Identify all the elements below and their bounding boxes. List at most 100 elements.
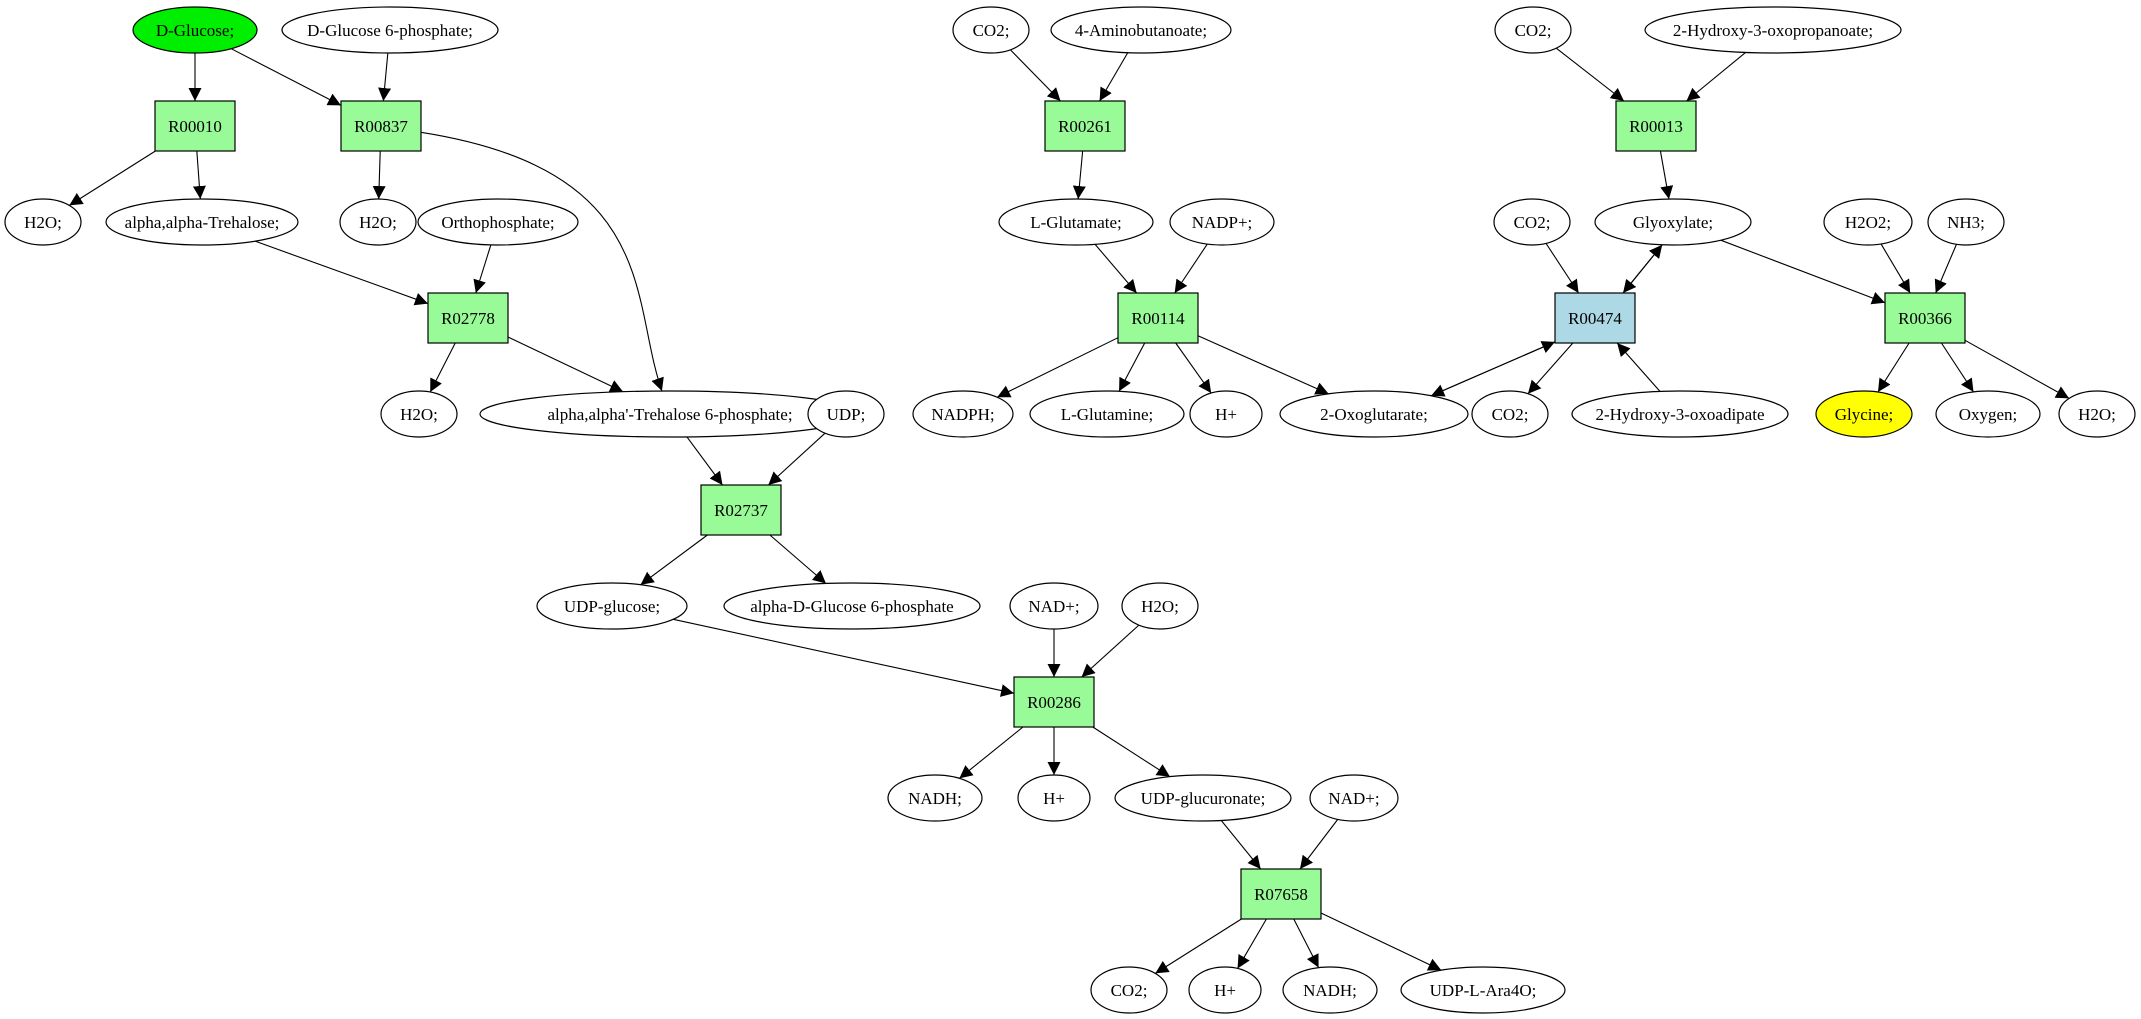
reaction-node-R00286: R00286 [1013, 676, 1095, 728]
compound-ellipse [1189, 390, 1263, 438]
node-label: 2-Hydroxy-3-oxopropanoate; [1673, 21, 1873, 40]
edge-R07658-to-hplus_b [1237, 918, 1267, 969]
node-label: H+ [1214, 981, 1236, 1000]
edge-aminobutanoate-to-R00261 [1099, 52, 1129, 102]
compound-node-udpglucose: UDP-glucose; [536, 582, 688, 630]
compound-ellipse [1309, 774, 1399, 822]
node-label: R00010 [168, 117, 222, 136]
node-label: R02737 [714, 501, 768, 520]
node-label: CO2; [1515, 21, 1552, 40]
compound-node-h2o_a: H2O; [4, 198, 82, 246]
edge-dglucose-to-R00837 [230, 48, 342, 106]
reaction-node-R00366: R00366 [1884, 292, 1966, 344]
node-label: NADH; [908, 789, 962, 808]
compound-node-hydroxyoxoadipate: 2-Hydroxy-3-oxoadipate [1571, 390, 1789, 438]
edge-R00366-to-oxygen [1940, 342, 1974, 393]
reaction-box [1117, 292, 1199, 344]
edge-R07658-to-co2_d [1154, 918, 1242, 974]
compound-node-co2_c: CO2; [1493, 198, 1571, 246]
compound-ellipse [1594, 198, 1752, 246]
reaction-box [340, 100, 422, 152]
compound-node-t6p: alpha,alpha'-Trehalose 6-phosphate; [479, 390, 861, 438]
reaction-node-R00261: R00261 [1044, 100, 1126, 152]
compound-ellipse [998, 198, 1154, 246]
edge-t6p-to-R02737 [686, 436, 723, 486]
edge-trehalose-to-R02778 [254, 240, 429, 306]
edge-R02778-to-t6p [507, 336, 624, 393]
compound-node-oxoglutarate: 2-Oxoglutarate; [1279, 390, 1469, 438]
node-label: alpha,alpha-Trehalose; [125, 213, 280, 232]
edge-R00114-to-lglutamine [1118, 342, 1146, 392]
edge-R00010-to-h2o_a [68, 150, 156, 206]
compound-node-glyoxylate: Glyoxylate; [1594, 198, 1752, 246]
node-label: H2O; [1141, 597, 1179, 616]
node-label: R00286 [1027, 693, 1081, 712]
edge-hydroxyoxopropanoate-to-R00013 [1686, 52, 1746, 102]
node-label: D-Glucose 6-phosphate; [307, 21, 473, 40]
compound-ellipse [281, 6, 499, 54]
compound-ellipse [952, 6, 1030, 54]
edge-R02778-to-h2o_c [429, 342, 456, 393]
edge-R00114-to-nadph [996, 337, 1119, 398]
compound-node-nad_b: NAD+; [1309, 774, 1399, 822]
reaction-node-R00837: R00837 [340, 100, 422, 152]
reaction-box [700, 484, 782, 536]
compound-ellipse [1494, 6, 1572, 54]
node-label: H2O2; [1845, 213, 1891, 232]
node-label: Orthophosphate; [441, 213, 554, 232]
edge-udpglucose-to-R00286 [673, 618, 1015, 697]
edge-oxoglutarate-to-R00474 [1430, 341, 1556, 397]
node-label: R00366 [1898, 309, 1952, 328]
compound-node-udpara4o: UDP-L-Ara4O; [1400, 966, 1566, 1014]
edge-R00013-to-glyoxylate [1659, 150, 1674, 200]
reaction-box [154, 100, 236, 152]
compound-ellipse [1090, 966, 1168, 1014]
compound-node-h2o2: H2O2; [1823, 198, 1913, 246]
node-label: UDP; [827, 405, 866, 424]
edge-R00474-to-co2_e [1527, 342, 1574, 395]
node-label: R02778 [441, 309, 495, 328]
reaction-box [427, 292, 509, 344]
compound-node-hplus_c: H+ [1189, 390, 1263, 438]
compound-node-lglutamine: L-Glutamine; [1029, 390, 1185, 438]
node-label: H2O; [359, 213, 397, 232]
edge-R00286-to-nadh_a [959, 726, 1024, 779]
compound-node-nadph: NADPH; [912, 390, 1014, 438]
reaction-node-R07658: R07658 [1240, 868, 1322, 920]
reaction-node-R00114: R00114 [1117, 292, 1199, 344]
compound-node-co2_e: CO2; [1471, 390, 1549, 438]
node-label: alpha-D-Glucose 6-phosphate [750, 597, 953, 616]
compound-node-orthophosphate: Orthophosphate; [417, 198, 579, 246]
compound-ellipse [1009, 582, 1099, 630]
compound-node-hydroxyoxopropanoate: 2-Hydroxy-3-oxopropanoate; [1644, 6, 1902, 54]
compound-node-co2_d: CO2; [1090, 966, 1168, 1014]
compound-ellipse [1114, 774, 1292, 822]
edge-R00837-to-h2o_b [372, 150, 386, 200]
edge-udp-to-R02737 [767, 432, 826, 486]
compound-ellipse [1493, 198, 1571, 246]
compound-node-nadpplus: NADP+; [1169, 198, 1275, 246]
edge-R00474-to-glyoxylate [1622, 244, 1663, 294]
node-label: NADH; [1303, 981, 1357, 1000]
compound-node-hplus_b: H+ [1188, 966, 1262, 1014]
node-label: L-Glutamate; [1030, 213, 1122, 232]
node-label: CO2; [973, 21, 1010, 40]
edge-dg6p-to-R00837 [378, 52, 392, 102]
compound-ellipse [1050, 6, 1232, 54]
compound-node-nh3: NH3; [1927, 198, 2005, 246]
edge-glyoxylate-to-R00366 [1720, 239, 1886, 305]
compound-ellipse [1282, 966, 1378, 1014]
edge-R02737-to-adg6p [769, 534, 827, 584]
edge-udpglucuronate-to-R07658 [1220, 820, 1262, 870]
reaction-node-R02778: R02778 [427, 292, 509, 344]
edge-R00366-to-h2o_e [1964, 339, 2070, 399]
node-label: R00474 [1568, 309, 1622, 328]
compound-ellipse [1927, 198, 2005, 246]
reaction-box [1884, 292, 1966, 344]
node-label: Glyoxylate; [1633, 213, 1713, 232]
node-label: L-Glutamine; [1061, 405, 1154, 424]
node-label: Glycine; [1835, 405, 1894, 424]
node-label: 2-Oxoglutarate; [1320, 405, 1428, 424]
compound-node-glycine: Glycine; [1815, 390, 1913, 438]
